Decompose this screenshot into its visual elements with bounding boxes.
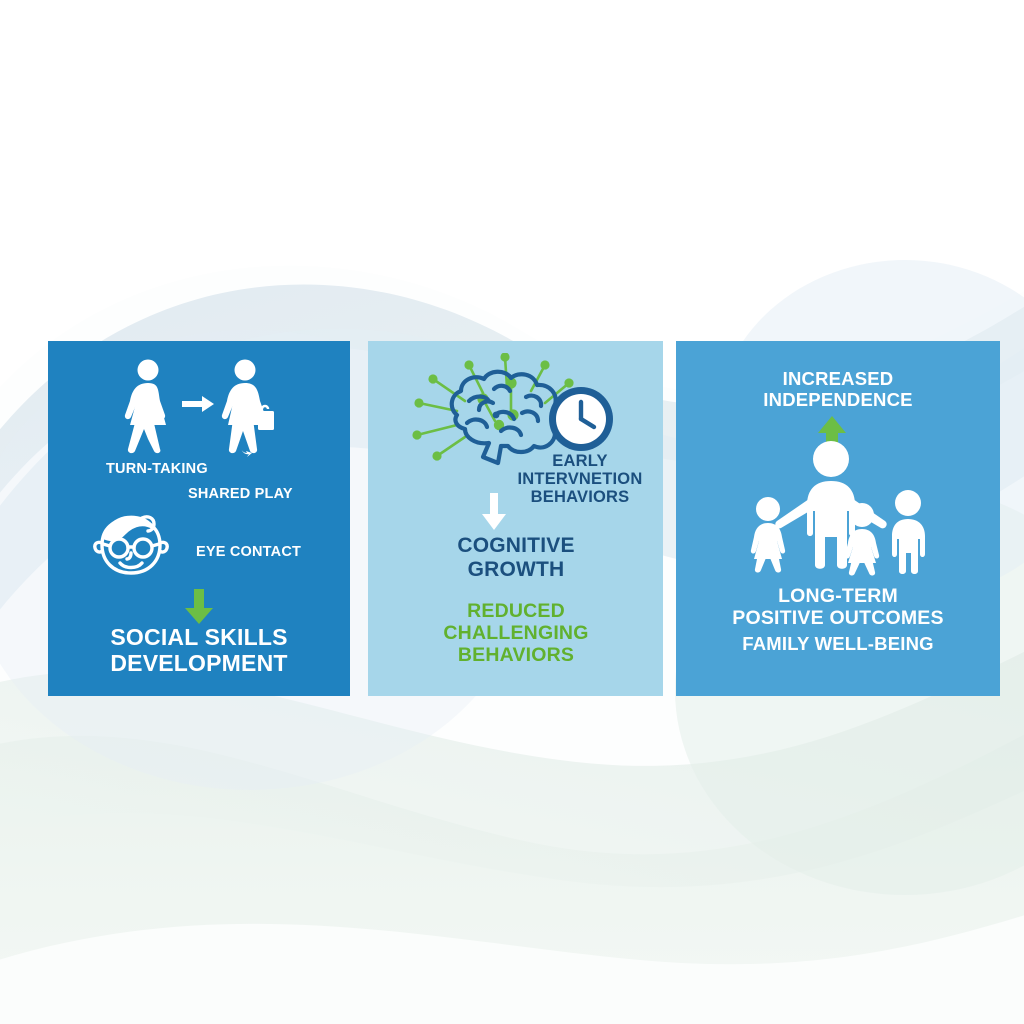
down-arrow-icon	[482, 493, 506, 530]
label-shared-play: SHARED PLAY	[188, 486, 293, 502]
panel-social-skills[interactable]: TURN-TAKING SHARED PLAY	[48, 341, 350, 696]
family-group-icon	[750, 441, 925, 576]
panel-family-outcomes[interactable]: INCREASED INDEPENDENCE	[676, 341, 1000, 696]
panel3-outcome-primary: LONG-TERM POSITIVE OUTCOMES	[732, 585, 944, 630]
panel3-outcome-secondary: FAMILY WELL-BEING	[742, 633, 934, 654]
label-early-intervention: EARLY INTERVNETION BEHAVIORS	[517, 452, 643, 507]
up-arrow-icon	[818, 416, 846, 454]
label-increased-independence: INCREASED INDEPENDENCE	[763, 368, 913, 411]
brain-clock-icon	[412, 353, 613, 466]
panel2-outcome-secondary: REDUCED CHALLENGING BEHAVIORS	[443, 600, 589, 666]
boy-face-glasses-icon	[93, 515, 169, 575]
two-people-sharing-icon	[124, 359, 274, 457]
panel1-outcome-title: SOCIAL SKILLS DEVELOPMENT	[110, 624, 288, 677]
label-turn-taking: TURN-TAKING	[106, 461, 208, 477]
panel-cognitive-growth[interactable]: EARLY INTERVNETION BEHAVIORS COGNITIVE G…	[368, 341, 663, 696]
panel-row: TURN-TAKING SHARED PLAY	[0, 341, 1024, 696]
label-eye-contact: EYE CONTACT	[196, 544, 302, 560]
down-arrow-icon	[185, 589, 213, 624]
panel2-outcome-primary: COGNITIVE GROWTH	[457, 534, 575, 581]
